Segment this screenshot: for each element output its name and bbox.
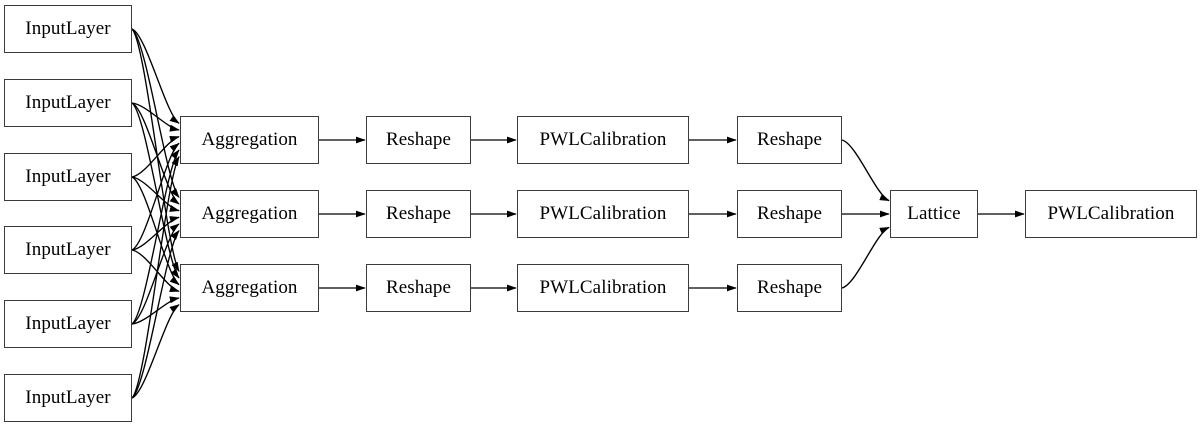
edge-input_6-to-aggregation_2 bbox=[131, 230, 180, 399]
node-reshape_a2[interactable]: Reshape bbox=[366, 190, 471, 238]
node-label: Aggregation bbox=[201, 203, 298, 224]
node-reshape_a3[interactable]: Reshape bbox=[366, 264, 471, 312]
node-label: PWLCalibration bbox=[539, 129, 667, 150]
edge-input_2-to-aggregation_1 bbox=[131, 102, 180, 132]
node-reshape_b3[interactable]: Reshape bbox=[737, 264, 842, 312]
node-input_4[interactable]: InputLayer bbox=[4, 226, 132, 274]
node-label: Reshape bbox=[756, 277, 823, 298]
node-label: PWLCalibration bbox=[539, 203, 667, 224]
node-label: Lattice bbox=[907, 203, 961, 224]
node-label: PWLCalibration bbox=[539, 277, 667, 298]
edge-input_3-to-aggregation_2 bbox=[131, 176, 180, 212]
node-reshape_b2[interactable]: Reshape bbox=[737, 190, 842, 238]
edge-input_6-to-aggregation_1 bbox=[131, 155, 180, 399]
node-lattice[interactable]: Lattice bbox=[890, 190, 978, 238]
edge-input_2-to-aggregation_3 bbox=[131, 102, 180, 279]
edge-reshape_b1-to-lattice bbox=[841, 139, 890, 202]
edge-reshape_b3-to-lattice bbox=[841, 226, 890, 289]
edge-input_5-to-aggregation_3 bbox=[131, 296, 180, 325]
node-input_6[interactable]: InputLayer bbox=[4, 374, 132, 422]
node-label: InputLayer bbox=[25, 166, 111, 187]
node-label: Reshape bbox=[756, 129, 823, 150]
node-label: Reshape bbox=[385, 203, 452, 224]
node-label: Reshape bbox=[385, 129, 452, 150]
edge-input_5-to-aggregation_2 bbox=[131, 223, 180, 325]
node-reshape_a1[interactable]: Reshape bbox=[366, 116, 471, 164]
node-reshape_b1[interactable]: Reshape bbox=[737, 116, 842, 164]
node-label: Reshape bbox=[756, 203, 823, 224]
node-label: PWLCalibration bbox=[1047, 203, 1175, 224]
edge-input_1-to-aggregation_3 bbox=[131, 28, 180, 273]
edge-input_2-to-aggregation_2 bbox=[131, 102, 180, 205]
node-label: InputLayer bbox=[25, 18, 111, 39]
node-input_3[interactable]: InputLayer bbox=[4, 153, 132, 201]
node-label: Aggregation bbox=[201, 277, 298, 298]
node-aggregation_3[interactable]: Aggregation bbox=[180, 264, 319, 312]
edge-input_1-to-aggregation_2 bbox=[131, 28, 180, 198]
edge-input_6-to-aggregation_3 bbox=[131, 304, 180, 399]
node-label: InputLayer bbox=[25, 313, 111, 334]
edge-input_3-to-aggregation_1 bbox=[131, 135, 180, 178]
node-aggregation_2[interactable]: Aggregation bbox=[180, 190, 319, 238]
node-label: Reshape bbox=[385, 277, 452, 298]
edge-input_4-to-aggregation_2 bbox=[131, 216, 180, 251]
node-input_1[interactable]: InputLayer bbox=[4, 5, 132, 53]
node-pwl_3[interactable]: PWLCalibration bbox=[517, 264, 689, 312]
edge-input_4-to-aggregation_3 bbox=[131, 249, 180, 292]
node-input_5[interactable]: InputLayer bbox=[4, 300, 132, 348]
node-label: InputLayer bbox=[25, 387, 111, 408]
node-label: InputLayer bbox=[25, 239, 111, 260]
edge-input_3-to-aggregation_3 bbox=[131, 176, 180, 286]
node-label: InputLayer bbox=[25, 92, 111, 113]
node-label: Aggregation bbox=[201, 129, 298, 150]
node-pwl_out[interactable]: PWLCalibration bbox=[1025, 190, 1197, 238]
node-aggregation_1[interactable]: Aggregation bbox=[180, 116, 319, 164]
edge-input_1-to-aggregation_1 bbox=[131, 28, 180, 124]
node-pwl_2[interactable]: PWLCalibration bbox=[517, 190, 689, 238]
node-pwl_1[interactable]: PWLCalibration bbox=[517, 116, 689, 164]
node-input_2[interactable]: InputLayer bbox=[4, 79, 132, 127]
